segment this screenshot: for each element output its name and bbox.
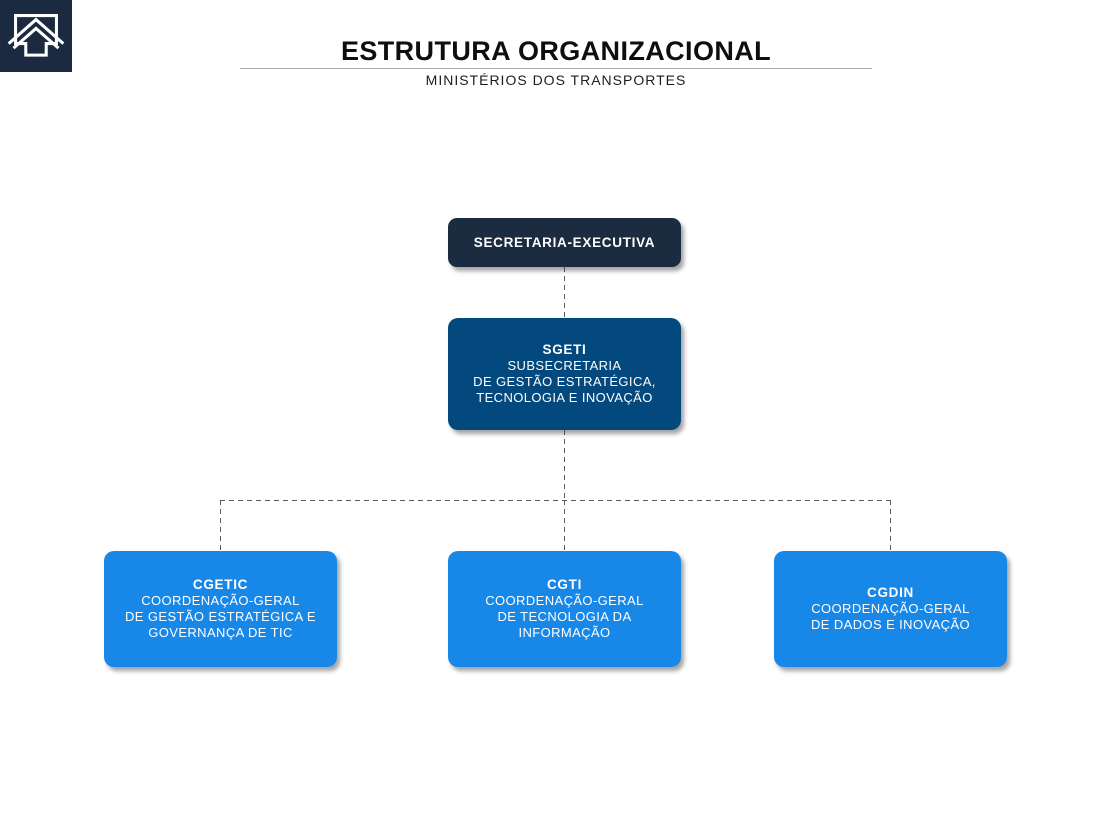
node-line: DE DADOS E INOVAÇÃO	[810, 617, 971, 632]
home-up-arrow-icon	[7, 14, 65, 57]
node-cgetic: CGETIC COORDENAÇÃO-GERAL DE GESTÃO ESTRA…	[104, 551, 337, 667]
node-line: COORDENAÇÃO-GERAL	[485, 593, 644, 608]
node-cgdin: CGDIN COORDENAÇÃO-GERAL DE DADOS E INOVA…	[774, 551, 1007, 667]
node-sgeti: SGETI SUBSECRETARIA DE GESTÃO ESTRATÉGIC…	[448, 318, 681, 430]
connector-horizontal	[220, 500, 891, 501]
node-line: GOVERNANÇA DE TIC	[148, 625, 293, 640]
connector-to-cgetic	[220, 500, 221, 551]
node-line: SUBSECRETARIA	[507, 358, 622, 373]
node-acronym: SGETI	[542, 342, 587, 357]
ministry-logo	[0, 0, 72, 72]
node-line: INFORMAÇÃO	[518, 625, 611, 640]
connector-to-cgdin	[890, 500, 891, 551]
node-acronym: CGTI	[546, 577, 583, 592]
connector-root-to-sgeti	[564, 267, 565, 318]
node-line: COORDENAÇÃO-GERAL	[811, 601, 970, 616]
node-line: COORDENAÇÃO-GERAL	[141, 593, 300, 608]
node-line: DE GESTÃO ESTRATÉGICA E	[125, 609, 316, 624]
node-acronym: CGETIC	[192, 577, 249, 592]
node-line: DE TECNOLOGIA DA	[497, 609, 632, 624]
page-subtitle: MINISTÉRIOS DOS TRANSPORTES	[425, 72, 687, 88]
node-line: TECNOLOGIA E INOVAÇÃO	[476, 390, 653, 405]
node-title: SECRETARIA-EXECUTIVA	[473, 234, 656, 250]
node-cgti: CGTI COORDENAÇÃO-GERAL DE TECNOLOGIA DA …	[448, 551, 681, 667]
connector-sgeti-down	[564, 430, 565, 501]
header: ESTRUTURA ORGANIZACIONAL MINISTÉRIOS DOS…	[240, 36, 872, 88]
node-secretaria-executiva: SECRETARIA-EXECUTIVA	[448, 218, 681, 267]
connector-to-cgti	[564, 500, 565, 551]
node-acronym: CGDIN	[867, 585, 914, 600]
page-title: ESTRUTURA ORGANIZACIONAL	[240, 36, 872, 69]
node-line: DE GESTÃO ESTRATÉGICA,	[473, 374, 656, 389]
